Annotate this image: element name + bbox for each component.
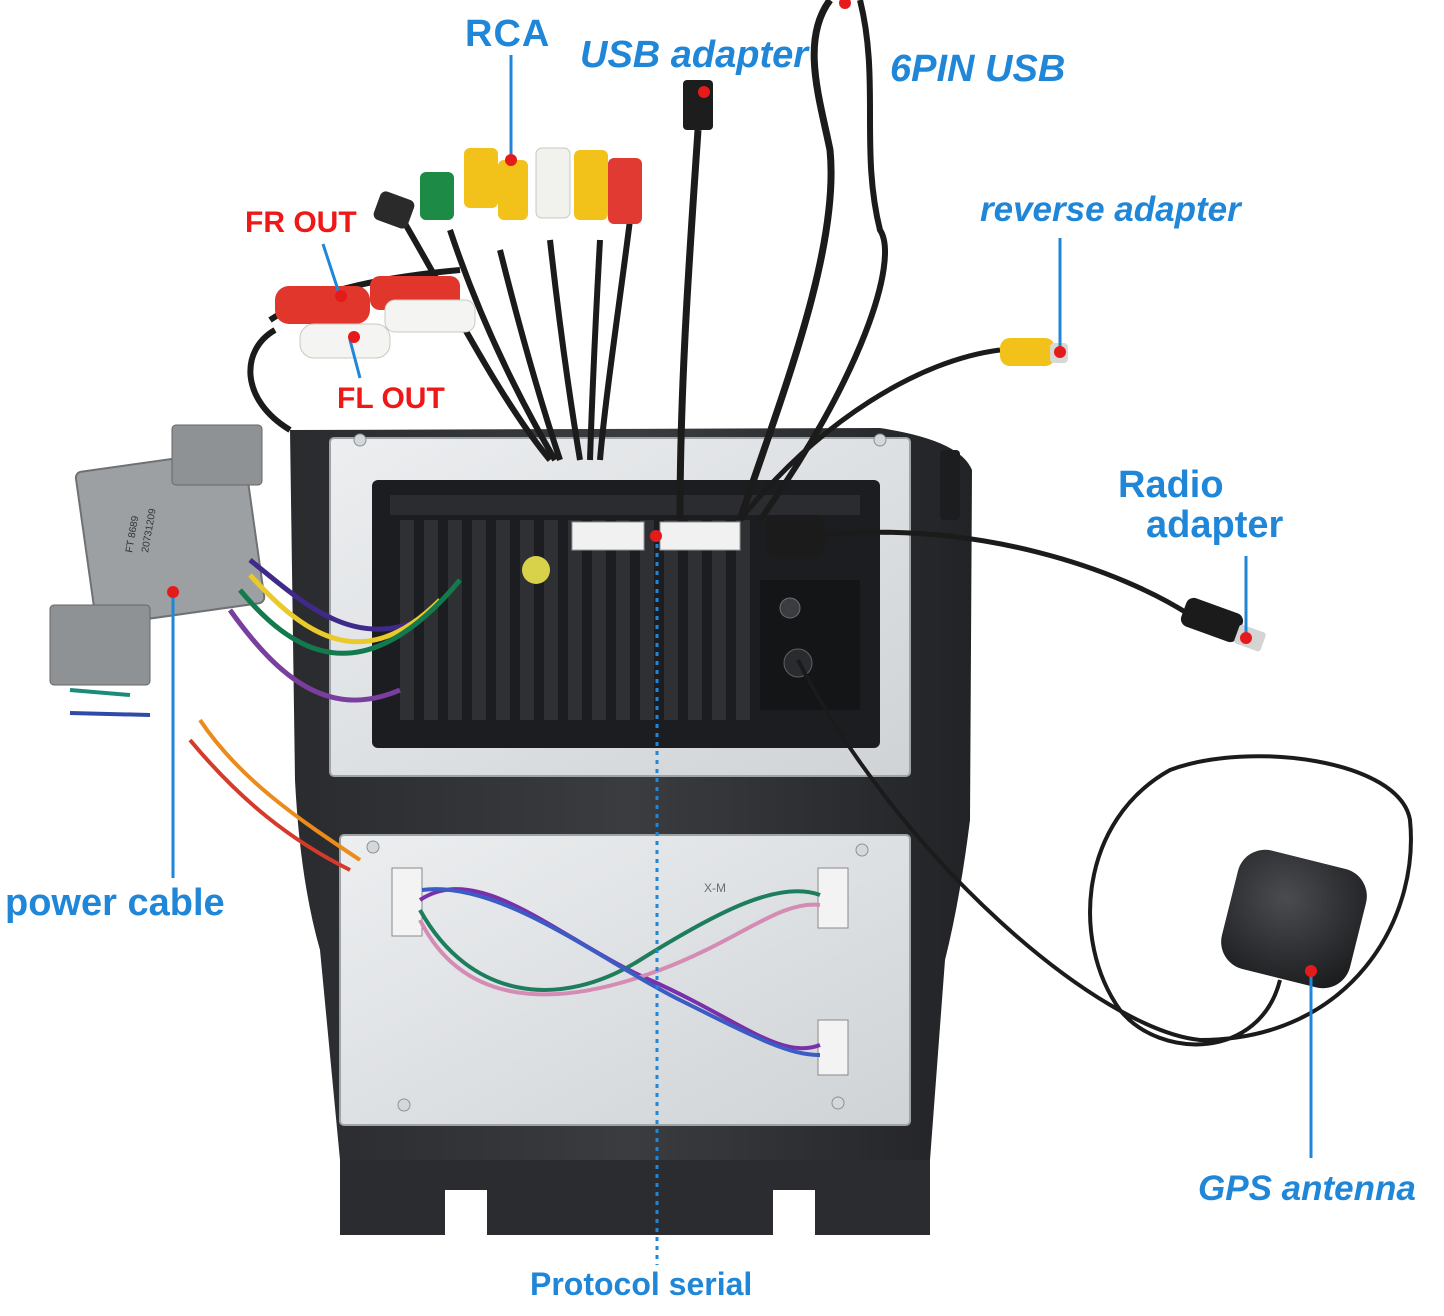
bracket-mark: X-M (704, 881, 726, 895)
pointer-dots (167, 0, 1317, 977)
usb-adapter-label: USB adapter (580, 34, 809, 76)
callout-leaders (171, 55, 1313, 1265)
protocol-serial-label: Protocol serial (530, 1266, 753, 1302)
fl-out-label: FL OUT (337, 382, 445, 415)
rca-bundle (247, 147, 642, 462)
six-pin-usb-label: 6PIN USB (890, 48, 1066, 90)
gps-antenna (796, 659, 1413, 1047)
fr-out-label: FR OUT (245, 206, 357, 239)
radio-adapter-label-line1: Radio (1118, 464, 1224, 506)
radio-adapter-label-line2: adapter (1146, 504, 1284, 546)
power-harness (49, 424, 462, 872)
lower-bracket (339, 834, 911, 1126)
power-cable-label: power cable (5, 882, 225, 924)
reverse-adapter-label: reverse adapter (980, 190, 1241, 229)
head-unit-chassis (372, 480, 880, 748)
rca-label: RCA (465, 13, 551, 55)
gps-antenna-label: GPS antenna (1198, 1169, 1416, 1208)
